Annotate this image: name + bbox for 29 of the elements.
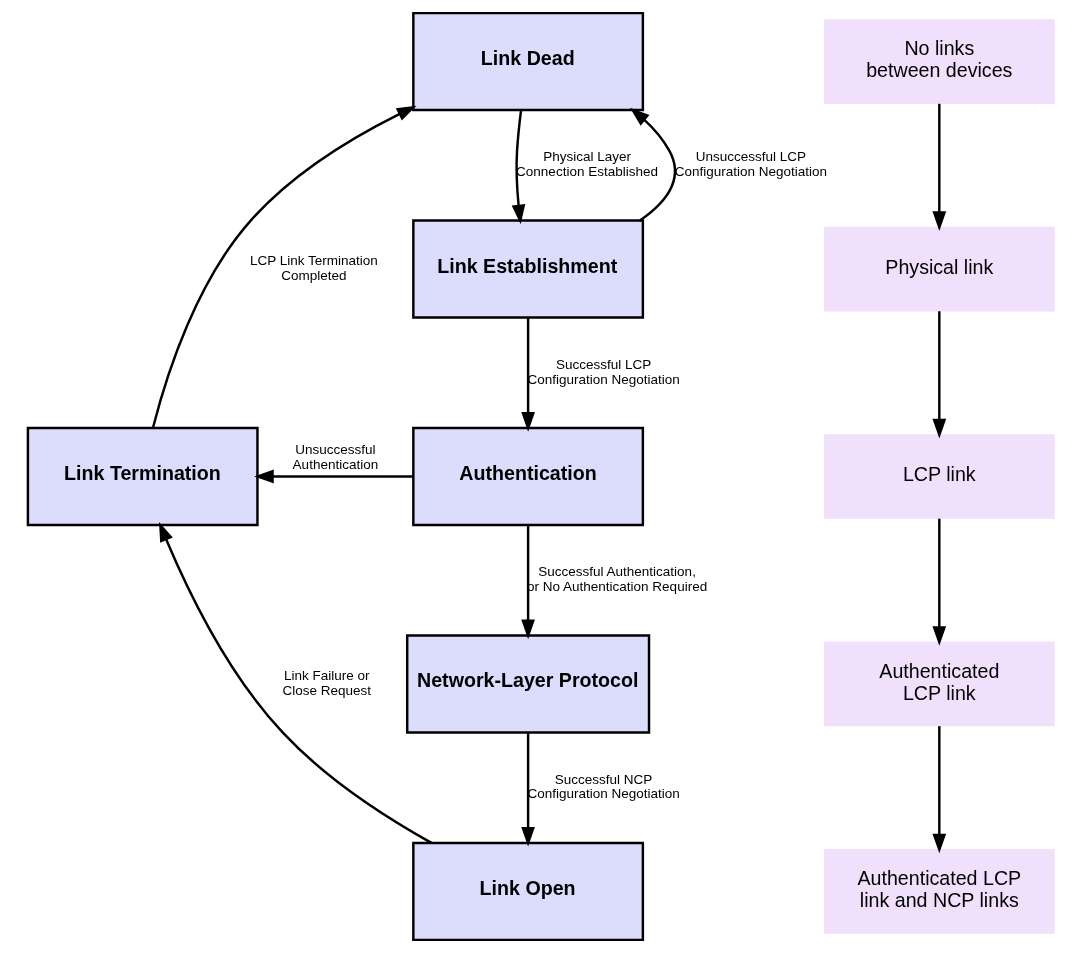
node-box: Physical link (823, 226, 1055, 312)
node-box: Link Dead (412, 11, 645, 112)
arrow (151, 105, 417, 428)
arrow (511, 109, 526, 225)
arrow (932, 726, 947, 854)
arrow (629, 107, 677, 222)
node-box: No links between devices (823, 19, 1055, 104)
node-box: LCP link (823, 434, 1055, 519)
edge-label: Successful NCP Configuration Negotiation (527, 771, 680, 802)
edge-label: Successful LCP Configuration Negotiation (527, 356, 680, 387)
node-box: Authenticated LCP link (823, 641, 1055, 727)
arrow (521, 732, 535, 847)
edge-label: Unsuccessful Authentication (292, 442, 379, 472)
node-box: Link Termination (26, 426, 259, 527)
arrow (932, 311, 947, 439)
node-box: Network-Layer Protocol (405, 634, 651, 734)
arrow (932, 518, 947, 646)
node-box: Authentication (412, 426, 645, 527)
node-box: Link Open (412, 841, 645, 942)
arrow (254, 469, 414, 484)
edge-label: Link Failure or Close Request (282, 668, 372, 698)
edge-label: LCP Link Termination Completed (250, 253, 378, 283)
node-box: Link Establishment (412, 219, 645, 319)
node-box: Authenticated LCP link and NCP links (823, 849, 1055, 934)
edge-label: Unsuccessful LCP Configuration Negotiation (674, 149, 828, 180)
arrow (159, 521, 432, 844)
arrow (521, 525, 535, 640)
arrow (932, 103, 947, 231)
arrow (521, 317, 535, 432)
